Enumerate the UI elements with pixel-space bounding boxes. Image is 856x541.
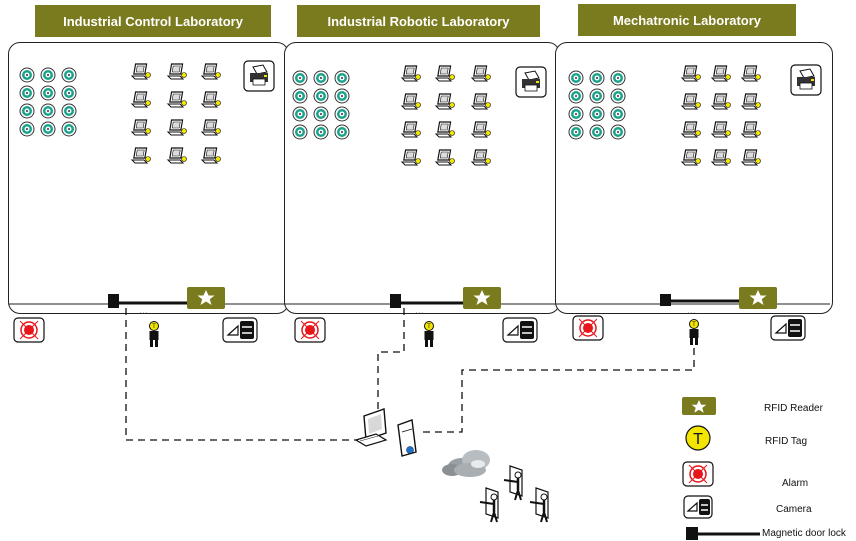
svg-text:. . .: . . . <box>416 309 423 315</box>
workstations-lab1 <box>131 63 222 164</box>
rfid-reader-lab1 <box>187 287 225 309</box>
printer-icon-lab1 <box>243 60 275 92</box>
camera-icon-lab1 <box>222 317 258 343</box>
central-computer-icon <box>354 408 417 457</box>
legend-label-alarm: Alarm <box>782 478 809 489</box>
alarm-icon-lab1 <box>13 317 45 343</box>
legend-label-door-lock: Magnetic door lock <box>762 528 846 539</box>
person-tag-lab3 <box>689 319 699 346</box>
svg-text:. . .: . . . <box>140 309 147 315</box>
person-tag-lab1 <box>149 321 159 348</box>
printer-icon-lab3 <box>790 64 822 96</box>
svg-text:T: T <box>693 431 703 448</box>
sensor-grid-lab1 <box>19 67 77 137</box>
lab-title-industrial-robotic: Industrial Robotic Laboratory <box>297 5 540 37</box>
lab-title-mechatronic: Mechatronic Laboratory <box>578 4 796 36</box>
workstations-lab2 <box>401 65 492 166</box>
legend-symbols: T <box>682 397 760 540</box>
room-mechatronic <box>555 42 833 314</box>
lab-title-industrial-control: Industrial Control Laboratory <box>35 5 271 37</box>
svg-text:. . .: . . . <box>688 309 695 315</box>
walking-person-icon-3 <box>528 486 550 524</box>
workstations-lab3 <box>681 65 762 166</box>
walking-person-icon-2 <box>478 486 500 524</box>
sensor-grid-lab2 <box>292 70 350 140</box>
alarm-icon-lab3 <box>572 315 604 341</box>
person-tag-lab2 <box>424 321 434 348</box>
sensor-grid-lab3 <box>568 70 626 140</box>
rfid-reader-lab3 <box>739 287 777 309</box>
legend-label-camera: Camera <box>776 504 812 515</box>
walking-person-icon-1 <box>502 464 524 502</box>
rfid-reader-lab2 <box>463 287 501 309</box>
legend-label-rfid-reader: RFID Reader <box>764 403 823 414</box>
camera-icon-lab2 <box>502 317 538 343</box>
legend-label-rfid-tag: RFID Tag <box>765 436 808 447</box>
camera-icon-lab3 <box>770 315 806 341</box>
printer-icon-lab2 <box>515 66 547 98</box>
network-links <box>125 308 695 441</box>
alarm-icon-lab2 <box>294 317 326 343</box>
cloud-icon <box>442 450 490 477</box>
